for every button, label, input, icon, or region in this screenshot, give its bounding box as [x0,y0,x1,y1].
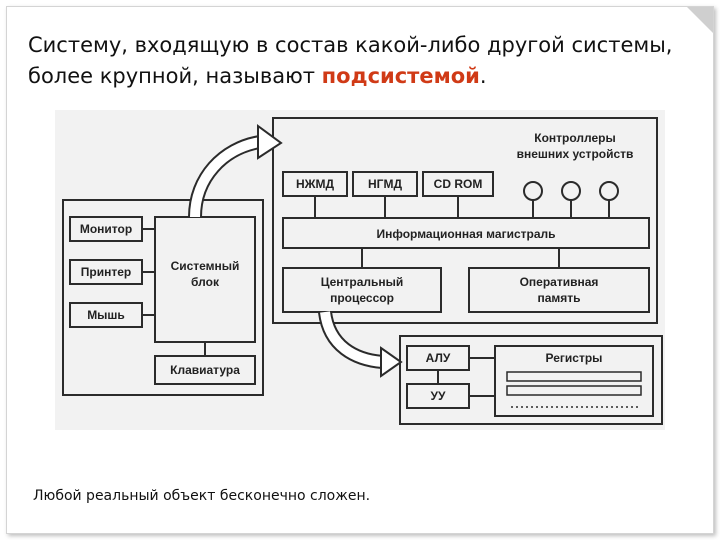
register-row-1 [506,371,642,382]
cpu-label-1: Центральный [321,275,404,289]
zoom-arrowhead-lower [380,346,403,378]
computer-outer-box [62,199,264,396]
monitor-label: Монитор [80,222,132,236]
device-port-3 [599,181,619,201]
registers-label: Регистры [546,351,603,365]
ram-label-2: память [537,291,580,305]
corner-decoration [687,7,713,33]
fdd-label: НГМД [368,177,402,191]
cdrom-label: CD ROM [434,177,483,191]
title-text: Систему, входящую в состав какой-либо др… [28,33,673,88]
controllers-label-2: внешних устройств [517,147,634,161]
slide-title: Систему, входящую в состав какой-либо др… [28,30,698,92]
diagram-svg: Монитор Принтер Мышь Системный блок Клав… [62,117,663,425]
title-highlight: подсистемой [321,64,480,88]
alu-label: АЛУ [426,351,451,365]
system-unit-outer-box [272,117,658,324]
mouse-label: Мышь [87,308,125,322]
hdd-label: НЖМД [296,177,335,191]
cu-label: УУ [431,389,446,403]
system-unit-label-2: блок [191,275,220,289]
zoom-arrowhead-upper [257,124,283,160]
bus-label: Информационная магистраль [376,227,555,241]
system-diagram: Монитор Принтер Мышь Системный блок Клав… [55,110,665,430]
slide-caption: Любой реальный объект бесконечно сложен. [33,488,371,504]
registers-box [494,345,654,417]
printer-label: Принтер [81,265,131,279]
cpu-label-2: процессор [330,291,394,305]
controllers-label-1: Контроллеры [534,131,615,145]
bus-box [282,217,650,249]
keyboard-label: Клавиатура [170,363,240,377]
system-unit-label-1: Системный [171,259,240,273]
cpu-detail-outer-box [399,335,663,425]
device-port-1 [523,181,543,201]
ram-label-1: Оперативная [520,275,599,289]
device-port-2 [561,181,581,201]
title-end: . [479,64,487,88]
register-row-2 [506,385,642,396]
